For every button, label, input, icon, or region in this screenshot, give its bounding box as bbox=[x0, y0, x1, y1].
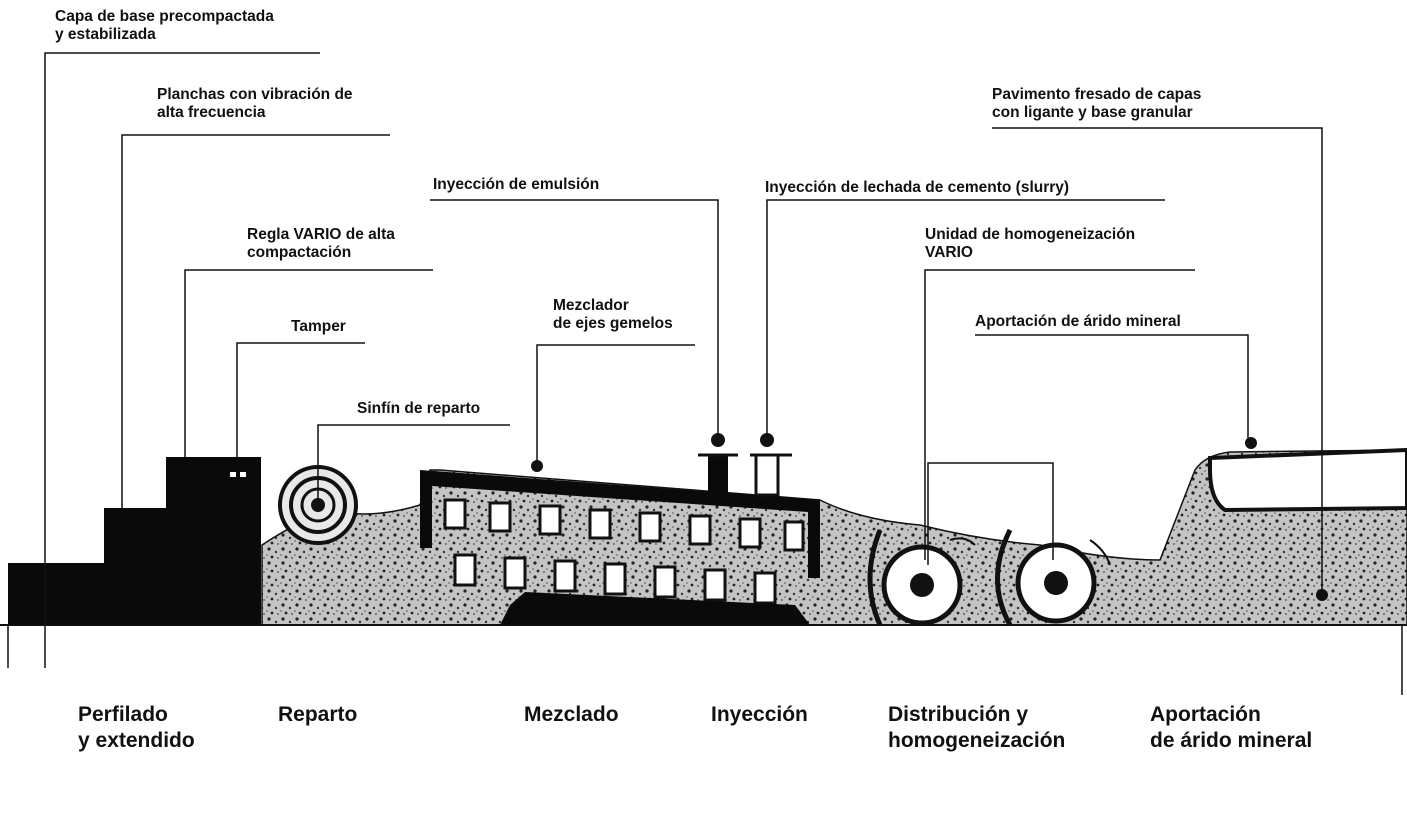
label-planchas: Planchas con vibración de alta frecuenci… bbox=[157, 86, 353, 121]
aggregate-feed bbox=[1208, 437, 1407, 601]
label-pavimento: Pavimento fresado de capas con ligante y… bbox=[992, 86, 1202, 121]
label-arido: Aportación de árido mineral bbox=[975, 313, 1181, 330]
stage-distribucion: Distribución y homogeneización bbox=[888, 703, 1066, 752]
paver-blocks bbox=[8, 457, 261, 625]
label-sinfin: Sinfín de reparto bbox=[357, 400, 481, 417]
stage-mezclado: Mezclado bbox=[524, 703, 619, 726]
label-regla-vario: Regla VARIO de alta compactación bbox=[247, 226, 395, 261]
label-mezclador: Mezclador de ejes gemelos bbox=[553, 297, 673, 332]
label-tamper: Tamper bbox=[291, 318, 346, 335]
stage-reparto: Reparto bbox=[278, 703, 358, 726]
label-lechada: Inyección de lechada de cemento (slurry) bbox=[765, 179, 1070, 196]
label-homogeneizacion: Unidad de homogeneización VARIO bbox=[925, 226, 1136, 261]
stage-aportacion: Aportación de árido mineral bbox=[1150, 703, 1313, 752]
leader-lines bbox=[7, 52, 1403, 695]
label-emulsion: Inyección de emulsión bbox=[433, 176, 600, 193]
label-capa-base: Capa de base precompactada y estabilizad… bbox=[55, 8, 274, 43]
twin-shaft-mixer bbox=[420, 460, 820, 625]
homogenising-unit bbox=[867, 462, 1111, 627]
stage-inyeccion: Inyección bbox=[711, 703, 808, 726]
injection-nozzles bbox=[698, 433, 792, 497]
stage-perfilado: Perfilado y extendido bbox=[78, 703, 195, 752]
